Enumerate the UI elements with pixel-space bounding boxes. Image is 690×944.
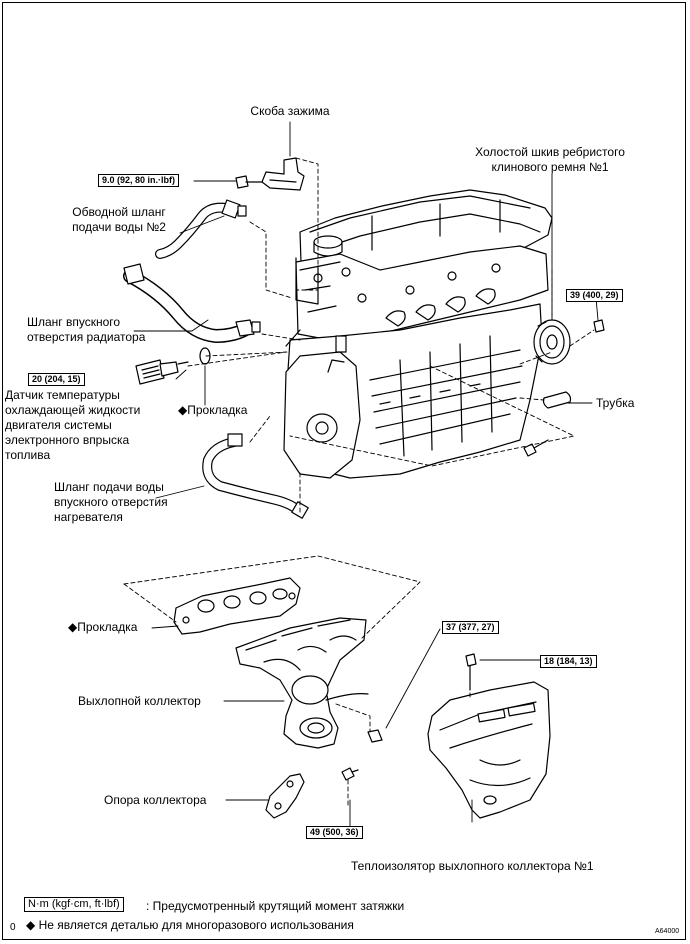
label-gasket-2: ◆Прокладка [68,620,138,634]
label-heat-insulator: Теплоизолятор выхлопного коллектора №1 [351,859,594,873]
figure-id: A64000 [655,928,680,935]
bypass-hose-part [155,199,247,259]
radiator-hose-part [123,263,261,343]
manifold-stay-part [265,767,359,819]
label-tube: Трубка [596,396,635,410]
torque-spec-clamp-bolt: 9.0 (92, 80 in.·lbf) [98,174,180,187]
idler-pulley-part [533,319,605,365]
coolant-sensor-part [135,359,189,385]
exhaust-gasket-part [173,577,301,635]
label-manifold-stay: Опора коллектора [104,793,207,807]
heater-hose-part [202,433,309,519]
label-clamp-bracket: Скоба зажима [250,104,330,118]
heat-insulator-part [427,653,551,819]
non-reusable-marker: ◆ [26,918,36,932]
leader-lines [133,121,599,827]
label-gasket-1: ◆Прокладка [178,403,248,417]
non-reusable-marker: ◆ [178,403,188,417]
legend-unit-text: : Предусмотренный крутящий момент затяжк… [146,899,405,913]
label-exhaust-manifold: Выхлопной коллектор [78,694,201,708]
torque-spec-idler-pulley: 39 (400, 29) [566,289,623,302]
label-idler-pulley: Холостой шкив ребристого клинового ремня… [475,145,625,174]
torque-spec-stay-bolt: 49 (500, 36) [306,826,363,839]
engine-assembly [283,189,553,479]
label-coolant-sensor: Датчик температуры охлаждающей жидкости … [5,388,141,462]
assembly-guide-lines [123,157,595,809]
exhaust-manifold-part [235,617,369,749]
torque-spec-manifold-nut: 37 (377, 27) [442,621,499,634]
tube-part [523,391,572,457]
label-radiator-inlet-hose: Шланг впускного отверстия радиатора [27,315,146,344]
torque-spec-insulator-bolt: 18 (184, 13) [540,655,597,668]
torque-spec-coolant-sensor: 20 (204, 15) [28,373,85,386]
label-heater-inlet-hose: Шланг подачи воды впускного отверстия на… [54,480,168,524]
legend-unit-box: N·m (kgf·cm, ft·lbf) [24,897,124,912]
manifold-nut-part [367,729,383,743]
non-reusable-marker: ◆ [68,620,78,634]
legend-non-reusable: ◆ Не является деталью для многоразового … [26,918,354,932]
clamp-bracket-part [235,157,305,191]
corner-mark: 0 [10,922,16,933]
label-bypass-hose: Обводной шланг подачи воды №2 [72,205,166,234]
